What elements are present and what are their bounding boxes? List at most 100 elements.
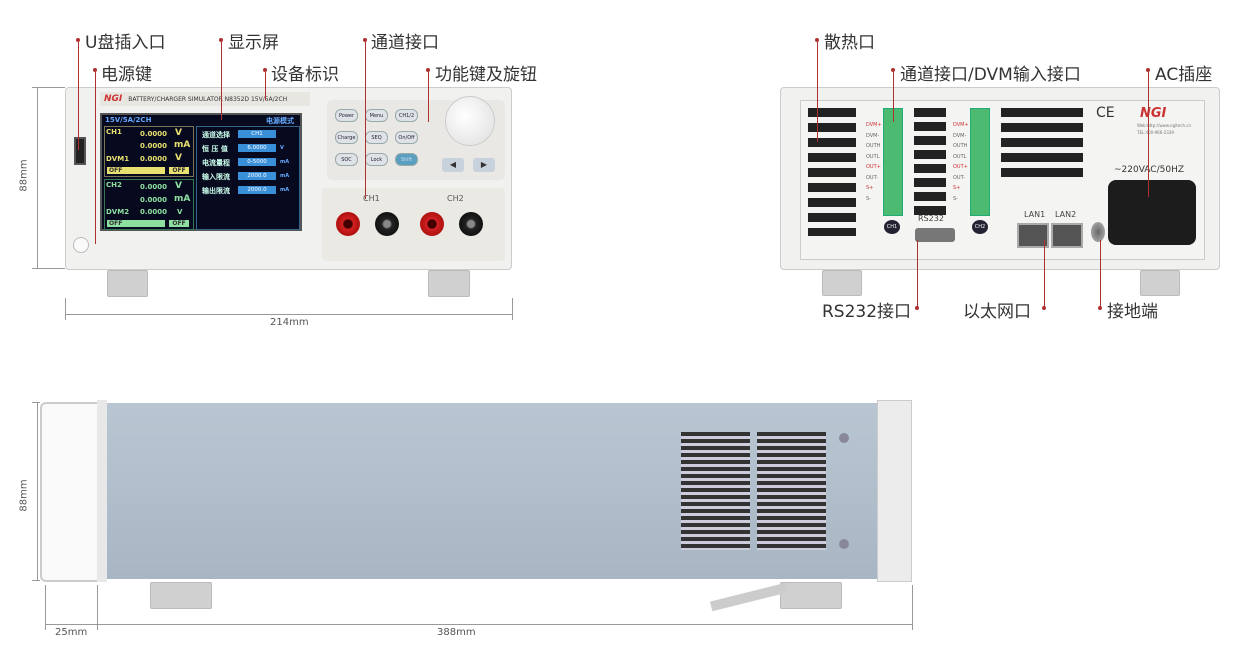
setting-unit: V [280,145,284,151]
button-power[interactable]: Power [335,109,358,122]
ch1-state-bar: OFF [107,167,165,174]
ch1-terminal-label: CH1 [363,194,380,203]
ch2-current-unit: mA [174,194,191,204]
front-height-dim: 88mm [18,159,30,192]
display-screen: 15V/5A/2CH 电源模式 CH1 0.0000 V 0.0000 mA D… [100,113,302,231]
setting-value[interactable]: 2000.0 [238,172,276,180]
rear-foot-left [822,270,862,296]
power-button[interactable] [73,237,89,253]
label-power-key: 电源键 [101,65,152,85]
rear-tel: TEL:400-966-2339 [1137,130,1174,135]
label-function-keys: 功能键及旋钮 [435,65,537,85]
setting-unit: mA [280,187,290,193]
pin-label: OUTH [953,143,968,149]
ch2-badge: CH2 [972,220,988,234]
front-foot-left [107,270,148,297]
button-menu[interactable]: Menu [365,109,388,122]
button-soc[interactable]: SOC [335,153,358,166]
pin-label: OUT+ [953,164,968,170]
ch1-state-off: OFF [169,167,189,174]
ac-rating: ~220VAC/50HZ [1114,165,1185,175]
setting-label: 输入限流 [202,173,230,181]
side-tilt-stand [709,582,789,612]
ch2-negative-jack[interactable] [459,212,483,236]
label-ground: 接地端 [1107,302,1158,322]
pin-label: OUT- [866,174,878,181]
rear-brand-logo: NGI [1140,106,1167,121]
ch1-current: 0.0000 [140,142,168,150]
ch2-current: 0.0000 [140,196,168,204]
ch2-terminal-block[interactable] [970,108,990,216]
pin-label: DVM- [866,132,880,139]
ch2-box [104,179,194,230]
side-rear-bezel [877,400,912,582]
setting-value[interactable]: CH1 [238,130,276,138]
dvm1-unit: V [175,153,182,163]
heat-vent-right [1001,108,1083,183]
pin-label: OUTL [866,153,880,160]
pin-label: DVM- [953,132,967,139]
pin-label: OUTH [866,143,881,149]
ch1-voltage: 0.0000 [140,130,168,138]
ch1-badge: CH1 [884,220,900,234]
front-foot-right [428,270,470,297]
label-device-id: 设备标识 [271,65,339,85]
usb-port[interactable] [74,137,86,165]
ch2-name: CH2 [106,181,122,189]
button-charge[interactable]: Charge [335,131,358,144]
pin-label: S+ [953,185,961,191]
heat-vent-middle [914,108,946,218]
side-vent-left [681,432,750,550]
button-onoff[interactable]: On/Off [395,131,418,144]
setting-label: 电流量程 [202,159,230,167]
setting-unit: mA [280,159,290,165]
label-heat-vent: 散热口 [824,33,875,53]
side-foot-front [150,582,212,609]
dvm1-label: DVM1 [106,155,130,163]
setting-value[interactable]: 6.0000 [238,144,276,152]
ground-terminal[interactable] [1091,222,1105,242]
setting-label: 通道选择 [202,131,230,139]
setting-label: 恒 压 值 [202,145,228,153]
right-arrow-button[interactable]: ▶ [473,158,495,172]
pin-label: S- [866,195,871,202]
dvm2-voltage: 0.0000 [140,208,168,216]
left-arrow-button[interactable]: ◀ [442,158,464,172]
ch2-state-off: OFF [169,220,189,227]
lan1-port[interactable] [1017,223,1049,248]
pin-label: S+ [866,185,874,191]
side-screw-top [839,433,849,443]
button-lock[interactable]: Lock [365,153,388,166]
ch1-box [104,126,194,177]
setting-value[interactable]: 0-5000 [238,158,276,166]
rs232-port[interactable] [915,228,955,242]
ch1-terminal-block[interactable] [883,108,903,216]
setting-unit: mA [280,173,290,179]
settings-box [196,126,300,230]
label-rs232: RS232接口 [822,302,912,322]
side-screw-bottom [839,539,849,549]
ch2-positive-jack[interactable] [420,212,444,236]
button-ch12[interactable]: CH1/2 [395,109,418,122]
pin-label: S- [953,195,958,202]
label-channel-interface: 通道接口 [371,33,439,53]
label-display: 显示屏 [228,33,279,53]
button-shift[interactable]: Shift [395,153,418,166]
pin-label: OUT- [953,174,965,181]
setting-label: 输出限流 [202,187,230,195]
button-seq[interactable]: SEQ [365,131,388,144]
pin-label: DVM+ [953,122,969,128]
pin-label: OUT+ [866,164,881,170]
ac-socket[interactable] [1108,180,1196,245]
lan2-port[interactable] [1051,223,1083,248]
rotary-knob[interactable] [445,96,495,146]
screen-title: 15V/5A/2CH [105,116,152,124]
label-usb-port: U盘插入口 [85,33,166,53]
ch1-voltage-unit: V [175,128,182,138]
ch1-positive-jack[interactable] [336,212,360,236]
ch1-negative-jack[interactable] [375,212,399,236]
brand-logo: NGI [104,94,123,104]
handle-depth-dim: 25mm [55,627,88,638]
setting-value[interactable]: 2000.0 [238,186,276,194]
pin-label: DVM+ [866,122,882,128]
